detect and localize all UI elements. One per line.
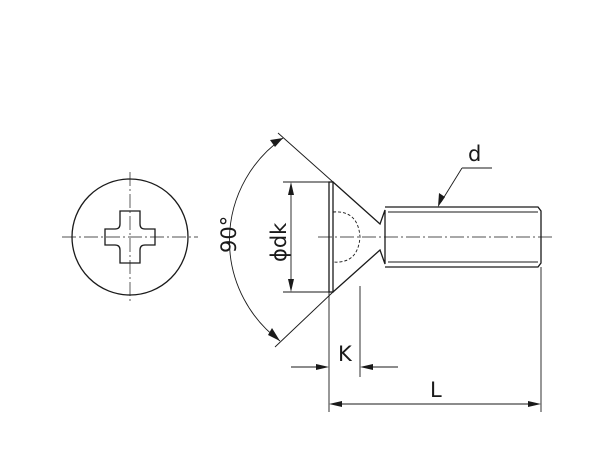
leader-line — [440, 167, 463, 203]
angle-arrowhead-bottom — [268, 328, 280, 341]
head-angle-label: 90° — [217, 216, 241, 253]
k-arrowhead-right — [360, 364, 373, 370]
thread-diameter-callout: d — [438, 142, 492, 207]
arrowhead-top — [288, 182, 294, 195]
l-arrowhead-right — [528, 401, 541, 407]
hidden-recess-line — [332, 211, 361, 263]
head-angle-dimension: 90° — [217, 132, 334, 348]
phillips-recess-icon — [104, 210, 156, 264]
angle-extension-line-top — [277, 132, 334, 183]
head-diameter-label: ϕdk — [267, 222, 291, 262]
screw-side-view — [318, 181, 553, 293]
head-height-dimension: K — [291, 286, 398, 412]
l-arrowhead-left — [329, 401, 342, 407]
head-top-view — [62, 172, 198, 302]
angle-arc — [228, 137, 284, 342]
k-arrowhead-left — [316, 364, 329, 370]
angle-extension-line-bottom — [274, 291, 334, 348]
angle-arrowhead-top — [270, 138, 283, 147]
leader-arrowhead — [438, 193, 445, 207]
length-label: L — [430, 378, 442, 402]
thread-diameter-label: d — [468, 142, 481, 166]
length-dimension: L — [329, 267, 542, 412]
head-height-label: K — [338, 342, 353, 366]
head-diameter-dimension: ϕdk — [267, 181, 329, 293]
arrowhead-bottom — [288, 279, 294, 292]
